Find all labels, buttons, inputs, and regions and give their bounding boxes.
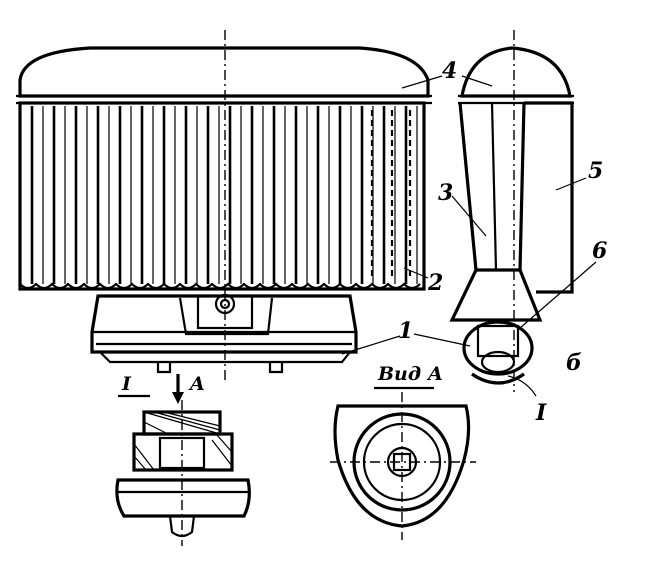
detail-title: I: [121, 373, 132, 395]
detail-I: I A: [115, 373, 251, 546]
view-A: Вид А: [330, 363, 476, 540]
label-4: 4: [442, 58, 457, 84]
label-6: 6: [592, 238, 607, 264]
view-A-title: Вид А: [377, 363, 443, 385]
position-labels: 4 5 3 6 2 1 I б: [398, 58, 607, 426]
label-variant: б: [566, 350, 582, 376]
filter-pleats: [30, 106, 418, 284]
label-5: 5: [588, 158, 603, 184]
label-1: 1: [398, 318, 413, 344]
label-3: 3: [438, 180, 453, 206]
side-body: [524, 101, 574, 294]
label-2: 2: [427, 270, 443, 296]
side-tube: [458, 102, 526, 272]
view-arrow-label: A: [188, 373, 205, 395]
side-cover: [460, 46, 572, 98]
side-view: [449, 30, 574, 392]
leader-lines: [341, 75, 597, 397]
inner-mesh: [370, 110, 412, 278]
front-view: [16, 30, 432, 380]
label-detail-ref: I: [535, 400, 547, 426]
front-cover: [18, 46, 430, 98]
front-filter-body: [18, 101, 426, 291]
